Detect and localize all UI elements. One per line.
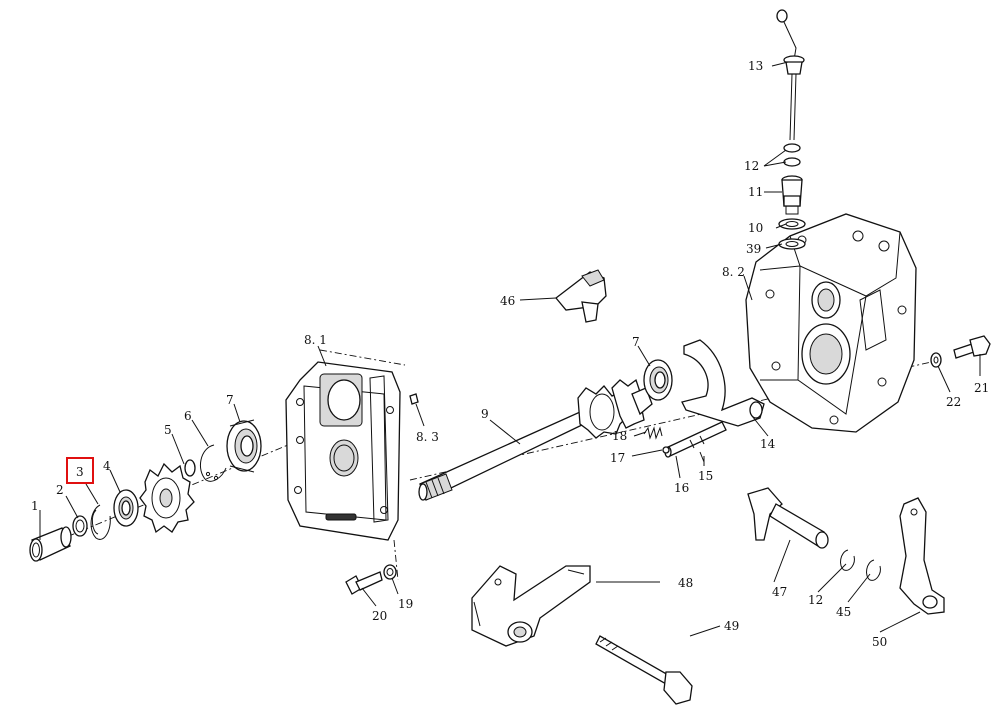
callout-3: 3 bbox=[76, 465, 84, 479]
callout-46: 46 bbox=[500, 294, 515, 308]
callout-49: 49 bbox=[724, 619, 739, 633]
part-10-washer bbox=[778, 218, 806, 230]
part-14-shift-fork bbox=[681, 339, 765, 427]
callout-4: 4 bbox=[103, 459, 111, 473]
callout-8-1: 8. 1 bbox=[304, 333, 327, 347]
callout-17: 17 bbox=[610, 451, 625, 465]
part-49-long-bolt bbox=[595, 635, 693, 705]
part-5-gear bbox=[139, 462, 195, 534]
part-47-lever-shaft bbox=[747, 487, 829, 549]
callout-10: 10 bbox=[748, 221, 763, 235]
callout-12-top: 12 bbox=[744, 159, 759, 173]
part-6-circlip bbox=[199, 444, 227, 482]
part-18-spring bbox=[643, 426, 663, 440]
part-12-orings-top bbox=[783, 143, 801, 167]
callout-50: 50 bbox=[872, 635, 887, 649]
callout-13: 13 bbox=[748, 59, 763, 73]
part-1-sleeve bbox=[29, 526, 72, 562]
callout-2: 2 bbox=[56, 483, 64, 497]
part-39-washer bbox=[778, 238, 806, 250]
part-15-pin bbox=[699, 451, 705, 463]
callout-6: 6 bbox=[184, 409, 192, 423]
part-7-bearing-right bbox=[643, 359, 673, 401]
part-21-bolt bbox=[953, 335, 991, 359]
part-45-circlip bbox=[866, 559, 881, 581]
part-16-shift-rod bbox=[664, 421, 727, 458]
part-7-bearing-left bbox=[226, 419, 262, 473]
part-8-3-dowel-pin bbox=[409, 393, 419, 405]
part-11-filler-neck bbox=[781, 175, 803, 215]
callout-15: 15 bbox=[698, 469, 713, 483]
callout-8-2: 8. 2 bbox=[722, 265, 745, 279]
leader-lines bbox=[39, 61, 981, 637]
callout-18: 18 bbox=[612, 429, 627, 443]
part-5-oring bbox=[184, 459, 196, 477]
part-4-bearing bbox=[113, 489, 139, 527]
part-17-ball bbox=[662, 446, 670, 454]
callout-21: 21 bbox=[974, 381, 989, 395]
part-12-ring-lower bbox=[840, 549, 855, 571]
part-48-linkage bbox=[471, 565, 591, 647]
callout-47: 47 bbox=[772, 585, 787, 599]
callout-7-right: 7 bbox=[632, 335, 640, 349]
callout-19: 19 bbox=[398, 597, 413, 611]
part-19-washer bbox=[383, 564, 397, 580]
callout-1: 1 bbox=[31, 499, 39, 513]
part-8-1-housing-plate bbox=[285, 361, 401, 541]
callout-20: 20 bbox=[372, 609, 387, 623]
part-9-main-shaft bbox=[418, 378, 653, 501]
callout-45: 45 bbox=[836, 605, 851, 619]
callout-8-3: 8. 3 bbox=[416, 430, 439, 444]
part-13-dipstick bbox=[776, 9, 805, 141]
part-22-washer bbox=[930, 352, 942, 368]
callout-39: 39 bbox=[746, 242, 761, 256]
highlight-box-callout-3 bbox=[66, 457, 94, 484]
callout-7-left: 7 bbox=[226, 393, 234, 407]
callout-12-lower: 12 bbox=[808, 593, 823, 607]
part-8-2-gearbox-housing bbox=[745, 213, 917, 433]
callout-labels: 1 2 3 4 5 6 7 8. 1 8. 3 9 10 11 12 13 14… bbox=[31, 59, 989, 649]
part-46-bracket bbox=[555, 269, 607, 323]
callout-9: 9 bbox=[481, 407, 489, 421]
part-2-ring bbox=[72, 515, 88, 537]
callout-16: 16 bbox=[674, 481, 689, 495]
callout-48: 48 bbox=[678, 576, 693, 590]
part-20-bolt bbox=[345, 571, 383, 595]
part-3-snap-ring bbox=[90, 504, 111, 540]
callout-22: 22 bbox=[946, 395, 961, 409]
callout-11: 11 bbox=[748, 185, 763, 199]
part-50-lever-arm bbox=[899, 497, 945, 615]
callout-14: 14 bbox=[760, 437, 776, 451]
callout-5: 5 bbox=[164, 423, 172, 437]
